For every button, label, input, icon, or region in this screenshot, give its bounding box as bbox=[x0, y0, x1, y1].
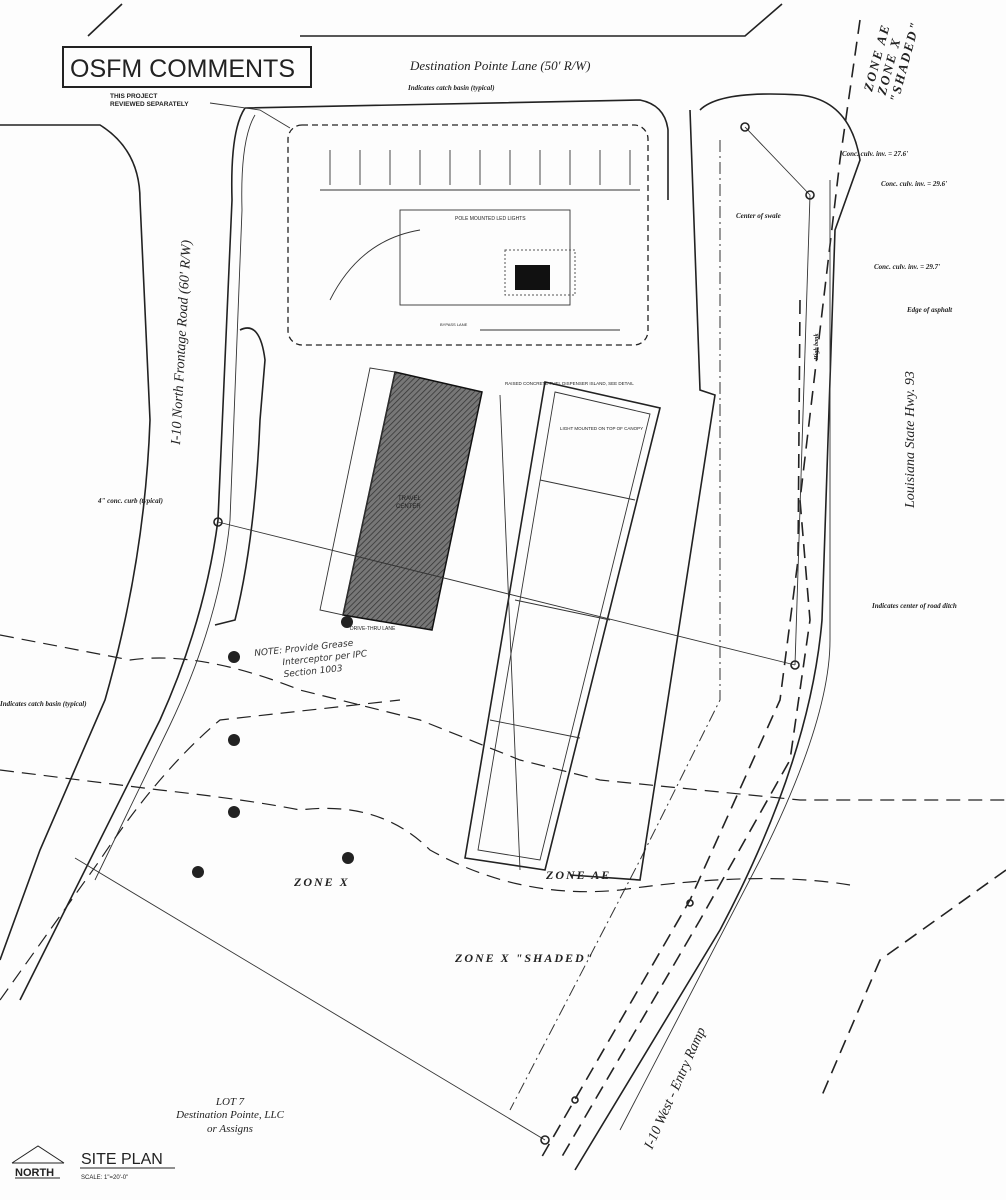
travel-center-label-2: CENTER bbox=[396, 504, 421, 510]
zone-boundary-label: ZONE AE ZONE X "SHADED" bbox=[860, 19, 922, 104]
culvert-29-6-callout: Conc. culv. inv. = 29.6' bbox=[881, 180, 947, 188]
catch-basin-callout-left: Indicates catch basin (typical) bbox=[0, 700, 87, 708]
reviewed-note-line1: THIS PROJECT bbox=[110, 93, 157, 100]
lower-site-boundary bbox=[569, 109, 716, 881]
fuel-canopy: LIGHT MOUNTED ON TOP OF CANOPY RAISED CO… bbox=[464, 381, 661, 871]
zone-ae-label: ZONE AE bbox=[545, 868, 611, 882]
travel-center-label-1: TRAVEL bbox=[398, 496, 422, 502]
flood-zone-lines bbox=[0, 634, 1006, 1001]
zone-x-label: ZONE X bbox=[293, 875, 350, 889]
center-of-swale-callout: Center of swale bbox=[736, 212, 781, 220]
zone-x-shaded-label: ZONE X "SHADED" bbox=[454, 951, 594, 965]
culvert-29-7-callout: Conc. culv. inv. = 29.7' bbox=[874, 263, 940, 271]
lot-number: LOT 7 bbox=[215, 1096, 245, 1108]
travel-center-building: TRAVEL CENTER DRIVE-THRU LANE bbox=[319, 367, 483, 632]
culvert-27-6-callout: Conc. culv. inv. = 27.6' bbox=[842, 150, 908, 158]
site-plan-title: SITE PLAN bbox=[81, 1151, 163, 1168]
lot-7-label: LOT 7 Destination Pointe, LLC or Assigns bbox=[175, 1096, 285, 1135]
scale-label: SCALE: 1"=20'-0" bbox=[81, 1175, 128, 1181]
reviewed-note-line2: REVIEWED SEPARATELY bbox=[110, 101, 189, 108]
lot-owner: Destination Pointe, LLC bbox=[175, 1109, 285, 1121]
drive-lane-label: DRIVE-THRU LANE bbox=[350, 626, 396, 632]
osfm-comments-stamp: OSFM COMMENTS bbox=[70, 55, 295, 83]
title-block: NORTH SITE PLAN SCALE: 1"=20'-0" bbox=[11, 1145, 175, 1181]
pole-lights-label: POLE MOUNTED LED LIGHTS bbox=[455, 216, 526, 222]
upper-lot: POLE MOUNTED LED LIGHTS BYPASS LANE bbox=[244, 99, 669, 346]
canopy-light-label: LIGHT MOUNTED ON TOP OF CANOPY bbox=[560, 426, 643, 431]
road-label-destination-pointe-lane: Destination Pointe Lane (50' R/W) bbox=[409, 58, 590, 73]
high-bank-label: High bank bbox=[814, 333, 820, 361]
tree-symbols bbox=[192, 616, 354, 878]
road-label-hwy-93: Louisiana State Hwy. 93 bbox=[903, 371, 918, 509]
north-arrow-label: NORTH bbox=[15, 1167, 54, 1179]
road-ditch-callout: Indicates center of road ditch bbox=[871, 602, 957, 610]
survey-lines bbox=[74, 122, 815, 1145]
north-boundary bbox=[87, 3, 783, 37]
lot-assigns: or Assigns bbox=[207, 1123, 253, 1135]
osfm-stamp: OSFM COMMENTS bbox=[62, 46, 312, 88]
conc-curb-callout: 4" conc. curb (typical) bbox=[97, 497, 163, 505]
bypass-lane-label: BYPASS LANE bbox=[440, 322, 468, 327]
highway-93-lines bbox=[509, 19, 1006, 1171]
fuel-island-label: RAISED CONCRETE FUEL DISPENSER ISLAND, S… bbox=[505, 381, 634, 386]
handwritten-note: NOTE: Provide Grease Interceptor per IPC… bbox=[254, 639, 368, 680]
road-label-frontage-road: I-10 North Frontage Road (60' R/W) bbox=[169, 239, 195, 446]
frontage-road-lines bbox=[0, 107, 266, 1001]
edge-of-asphalt-callout: Edge of asphalt bbox=[906, 306, 953, 314]
catch-basin-callout-top: Indicates catch basin (typical) bbox=[407, 84, 495, 92]
kiosk-block bbox=[515, 265, 550, 290]
